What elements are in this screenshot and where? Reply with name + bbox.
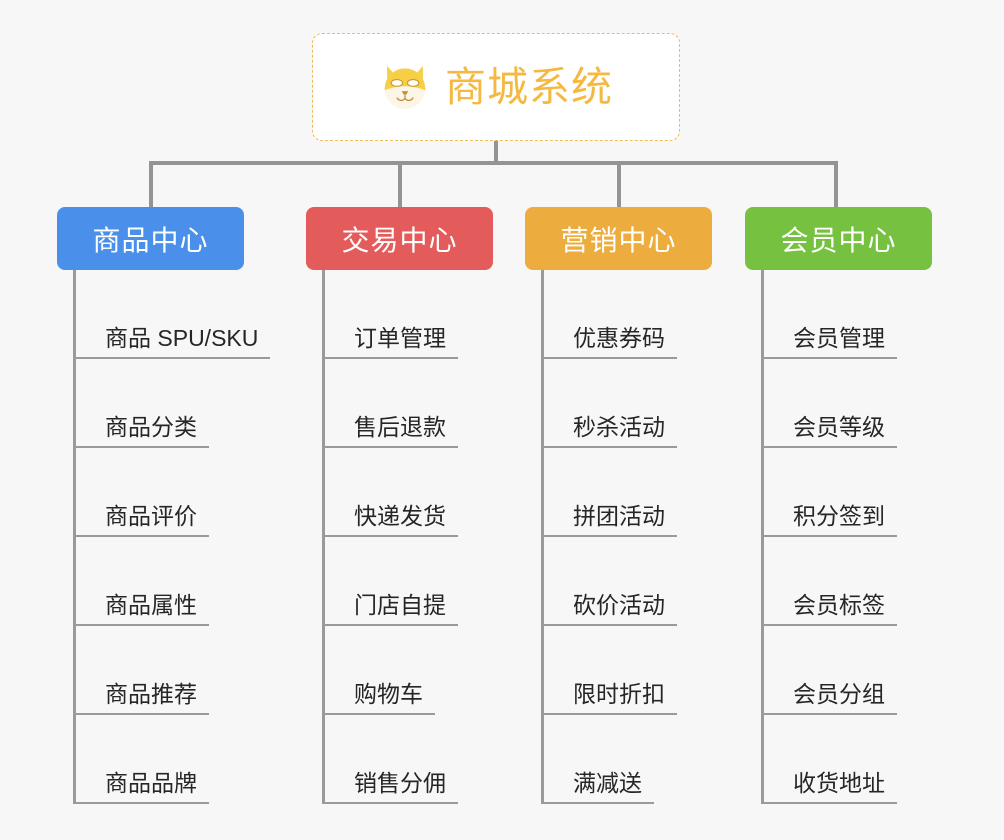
leaf-item[interactable]: 商品分类 bbox=[57, 359, 244, 448]
leaf-spine-2 bbox=[541, 270, 544, 804]
connector-drop-2 bbox=[617, 161, 621, 207]
leaf-item[interactable]: 会员分组 bbox=[745, 626, 932, 715]
leaf-spine-0 bbox=[73, 270, 76, 804]
leaf-item[interactable]: 会员标签 bbox=[745, 537, 932, 626]
category-header-2[interactable]: 营销中心 bbox=[525, 207, 712, 270]
category-column-3: 会员中心 会员管理 会员等级 积分签到 会员标签 会员分组 收货地址 bbox=[745, 207, 932, 804]
leaf-item[interactable]: 秒杀活动 bbox=[525, 359, 712, 448]
leaf-label: 收货地址 bbox=[763, 770, 897, 804]
leaf-label: 拼团活动 bbox=[543, 503, 677, 537]
connector-drop-1 bbox=[398, 161, 402, 207]
shiba-dog-emoji bbox=[384, 65, 426, 109]
leaf-list-2: 优惠券码 秒杀活动 拼团活动 砍价活动 限时折扣 满减送 bbox=[525, 270, 712, 804]
leaf-item[interactable]: 订单管理 bbox=[306, 270, 493, 359]
root-title: 商城系统 bbox=[445, 63, 613, 110]
leaf-item[interactable]: 砍价活动 bbox=[525, 537, 712, 626]
leaf-item[interactable]: 商品 SPU/SKU bbox=[57, 270, 271, 359]
leaf-item[interactable]: 会员管理 bbox=[745, 270, 932, 359]
leaf-item[interactable]: 购物车 bbox=[306, 626, 493, 715]
leaf-label: 商品评价 bbox=[75, 503, 209, 537]
root-node-mall-system[interactable]: 商城系统 bbox=[312, 33, 680, 141]
leaf-item[interactable]: 售后退款 bbox=[306, 359, 493, 448]
category-column-2: 营销中心 优惠券码 秒杀活动 拼团活动 砍价活动 限时折扣 满减送 bbox=[525, 207, 712, 804]
connector-root-stem bbox=[494, 141, 498, 163]
category-label-2: 营销中心 bbox=[560, 224, 677, 256]
leaf-item[interactable]: 商品品牌 bbox=[57, 715, 244, 804]
leaf-label: 限时折扣 bbox=[543, 681, 677, 715]
leaf-label: 商品品牌 bbox=[75, 770, 209, 804]
leaf-list-3: 会员管理 会员等级 积分签到 会员标签 会员分组 收货地址 bbox=[745, 270, 932, 804]
leaf-item[interactable]: 收货地址 bbox=[745, 715, 932, 804]
leaf-label: 商品推荐 bbox=[75, 681, 209, 715]
connector-drop-0 bbox=[149, 161, 153, 207]
leaf-item[interactable]: 商品评价 bbox=[57, 448, 244, 537]
leaf-label: 订单管理 bbox=[324, 325, 458, 359]
connector-horizontal-bus bbox=[149, 161, 838, 165]
category-column-0: 商品中心 商品 SPU/SKU 商品分类 商品评价 商品属性 商品推荐 商品品牌 bbox=[57, 207, 271, 804]
leaf-label: 商品属性 bbox=[75, 592, 209, 626]
leaf-label: 销售分佣 bbox=[324, 770, 458, 804]
leaf-item[interactable]: 门店自提 bbox=[306, 537, 493, 626]
leaf-list-1: 订单管理 售后退款 快递发货 门店自提 购物车 销售分佣 bbox=[306, 270, 493, 804]
leaf-item[interactable]: 快递发货 bbox=[306, 448, 493, 537]
connector-drop-3 bbox=[834, 161, 838, 207]
leaf-label: 满减送 bbox=[543, 770, 654, 804]
leaf-item[interactable]: 会员等级 bbox=[745, 359, 932, 448]
leaf-label: 购物车 bbox=[324, 681, 435, 715]
category-header-1[interactable]: 交易中心 bbox=[306, 207, 493, 270]
leaf-item[interactable]: 销售分佣 bbox=[306, 715, 493, 804]
leaf-item[interactable]: 商品属性 bbox=[57, 537, 244, 626]
leaf-label: 会员等级 bbox=[763, 414, 897, 448]
leaf-item[interactable]: 商品推荐 bbox=[57, 626, 244, 715]
leaf-label: 砍价活动 bbox=[543, 592, 677, 626]
leaf-label: 快递发货 bbox=[324, 503, 458, 537]
category-label-0: 商品中心 bbox=[92, 224, 209, 256]
category-header-3[interactable]: 会员中心 bbox=[745, 207, 932, 270]
category-label-1: 交易中心 bbox=[341, 224, 458, 256]
leaf-list-0: 商品 SPU/SKU 商品分类 商品评价 商品属性 商品推荐 商品品牌 bbox=[57, 270, 271, 804]
category-column-1: 交易中心 订单管理 售后退款 快递发货 门店自提 购物车 销售分佣 bbox=[306, 207, 493, 804]
leaf-item[interactable]: 拼团活动 bbox=[525, 448, 712, 537]
leaf-spine-1 bbox=[322, 270, 325, 804]
category-header-0[interactable]: 商品中心 bbox=[57, 207, 244, 270]
leaf-spine-3 bbox=[761, 270, 764, 804]
leaf-label: 售后退款 bbox=[324, 414, 458, 448]
leaf-item[interactable]: 优惠券码 bbox=[525, 270, 712, 359]
leaf-label: 优惠券码 bbox=[543, 325, 677, 359]
leaf-item[interactable]: 积分签到 bbox=[745, 448, 932, 537]
category-label-3: 会员中心 bbox=[780, 224, 897, 256]
leaf-label: 会员分组 bbox=[763, 681, 897, 715]
leaf-label: 会员管理 bbox=[763, 325, 897, 359]
leaf-label: 商品 SPU/SKU bbox=[75, 325, 271, 359]
leaf-item[interactable]: 限时折扣 bbox=[525, 626, 712, 715]
leaf-label: 秒杀活动 bbox=[543, 414, 677, 448]
leaf-label: 商品分类 bbox=[75, 414, 209, 448]
leaf-label: 积分签到 bbox=[763, 503, 897, 537]
leaf-label: 会员标签 bbox=[763, 592, 897, 626]
leaf-item[interactable]: 满减送 bbox=[525, 715, 712, 804]
leaf-label: 门店自提 bbox=[324, 592, 458, 626]
